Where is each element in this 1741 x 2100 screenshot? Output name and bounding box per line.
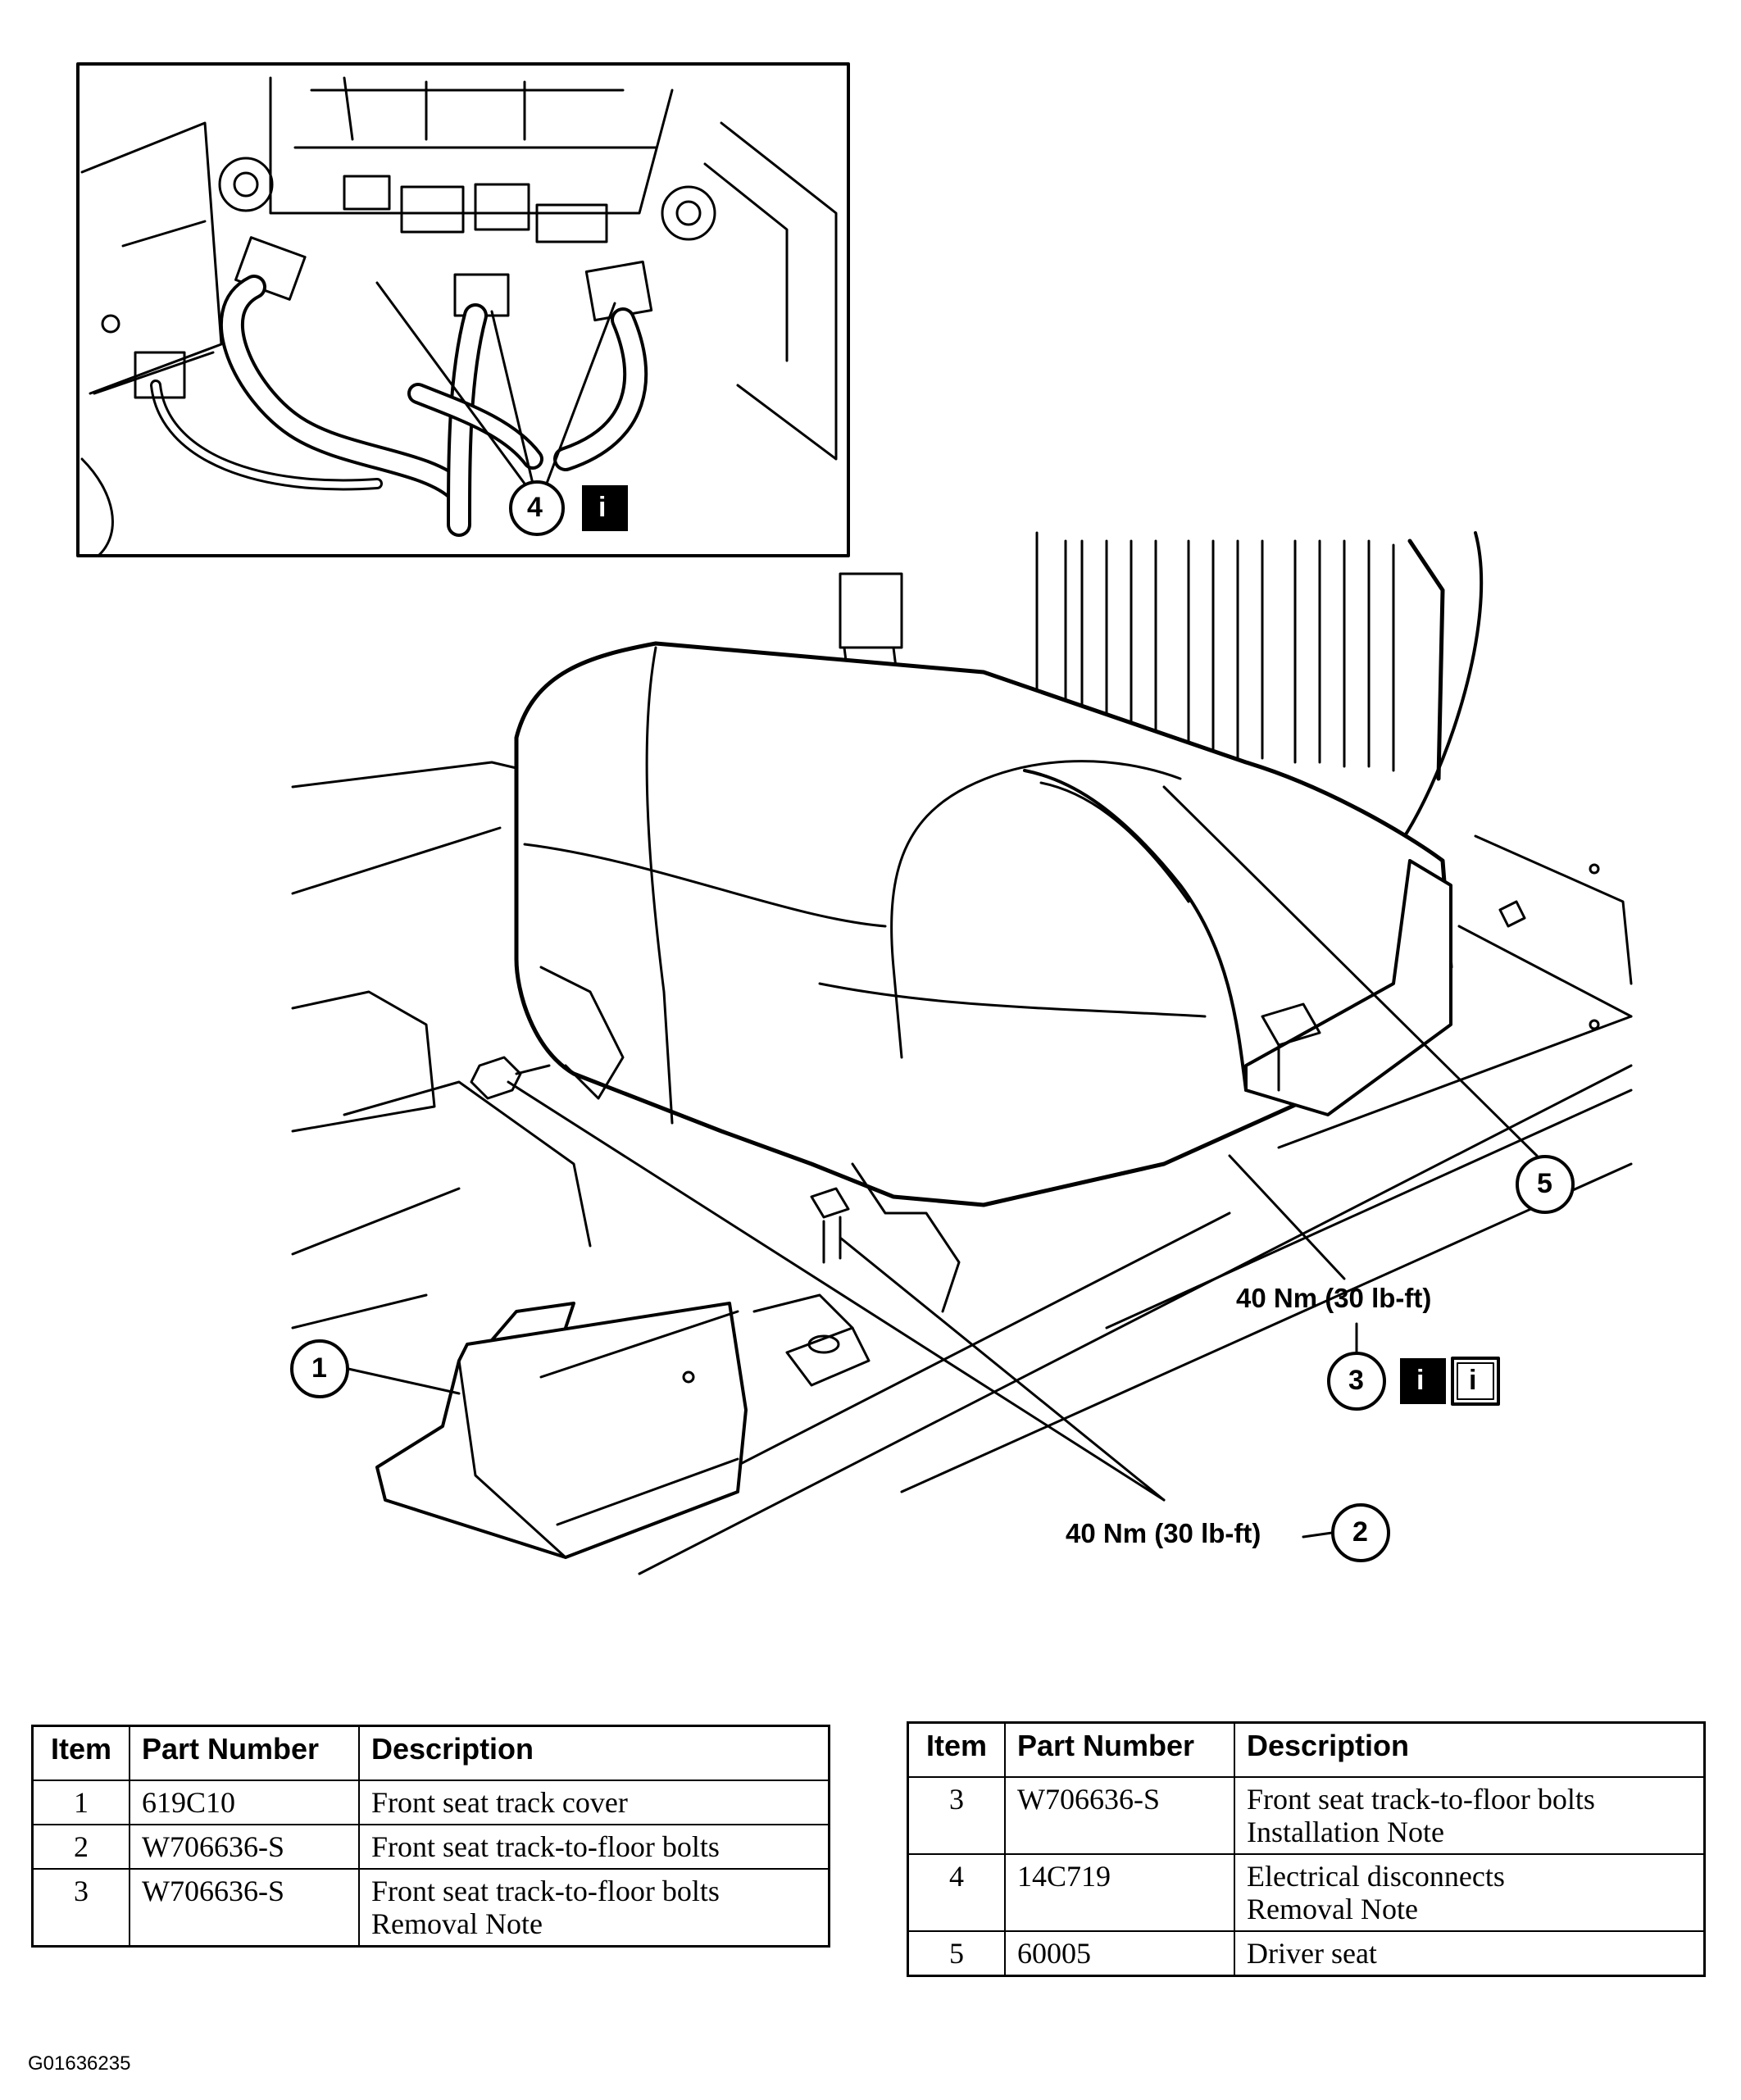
cell-part-number: W706636-S	[129, 1824, 360, 1870]
cell-description: Electrical disconnects Removal Note	[1234, 1853, 1706, 1932]
description-line: Front seat track-to-floor bolts	[371, 1875, 720, 1907]
cell-item: 2	[31, 1824, 130, 1870]
description-line: Front seat track-to-floor bolts	[1247, 1783, 1595, 1816]
callout-3-label: 3	[1348, 1365, 1364, 1396]
torque-spec-item-3: 40 Nm (30 lb-ft)	[1236, 1283, 1432, 1313]
info-icon-3-light-glyph: i	[1469, 1365, 1477, 1396]
table-row: 1 619C10 Front seat track cover	[31, 1780, 830, 1825]
table-row: 5 60005 Driver seat	[907, 1930, 1706, 1977]
table-row: 3 W706636-S Front seat track-to-floor bo…	[907, 1776, 1706, 1855]
cell-description: Driver seat	[1234, 1930, 1706, 1977]
cell-description: Front seat track-to-floor bolts Removal …	[358, 1868, 830, 1948]
callout-leaders	[347, 785, 1539, 1539]
description-line: Electrical disconnects	[1247, 1860, 1505, 1893]
cell-item: 5	[907, 1930, 1006, 1977]
figure-id: G01636235	[28, 2052, 131, 2075]
callout-1-circle	[290, 1339, 349, 1398]
col-header-item: Item	[907, 1721, 1006, 1778]
cell-item: 4	[907, 1853, 1006, 1932]
cell-description: Front seat track-to-floor bolts	[358, 1824, 830, 1870]
callout-2-label: 2	[1352, 1516, 1368, 1548]
info-icon-dark-4	[582, 485, 628, 531]
info-icon-dark-3	[1400, 1358, 1446, 1404]
description-note: Removal Note	[1247, 1893, 1418, 1925]
info-icon-4-glyph: i	[598, 492, 607, 523]
description-line: Front seat track cover	[371, 1786, 628, 1819]
description-note: Installation Note	[1247, 1816, 1444, 1848]
cell-part-number: 60005	[1004, 1930, 1235, 1977]
table-row: 3 W706636-S Front seat track-to-floor bo…	[31, 1868, 830, 1948]
col-header-part-number: Part Number	[1004, 1721, 1235, 1778]
callout-1-label: 1	[311, 1352, 327, 1384]
table-header-row: Item Part Number Description	[907, 1721, 1706, 1778]
table-row: 2 W706636-S Front seat track-to-floor bo…	[31, 1824, 830, 1870]
table-row: 4 14C719 Electrical disconnects Removal …	[907, 1853, 1706, 1932]
cell-part-number: 619C10	[129, 1780, 360, 1825]
callout-2-circle	[1331, 1503, 1390, 1562]
col-header-part-number: Part Number	[129, 1725, 360, 1781]
seat-removal-illustration	[76, 62, 1633, 1575]
callout-3-circle	[1327, 1352, 1386, 1411]
seat-track-cover-drawing	[375, 1302, 748, 1559]
inset-frame	[76, 62, 850, 557]
col-header-description: Description	[358, 1725, 830, 1781]
cell-description: Front seat track-to-floor bolts Installa…	[1234, 1776, 1706, 1855]
cell-part-number: 14C719	[1004, 1853, 1235, 1932]
table-header-row: Item Part Number Description	[31, 1725, 830, 1781]
description-line: Front seat track-to-floor bolts	[371, 1830, 720, 1863]
callout-4-circle	[509, 480, 565, 536]
info-icon-light-3	[1451, 1357, 1500, 1406]
torque-spec-item-2: 40 Nm (30 lb-ft)	[1066, 1518, 1261, 1548]
description-line: Driver seat	[1247, 1937, 1377, 1970]
callout-5-label: 5	[1537, 1168, 1552, 1199]
col-header-item: Item	[31, 1725, 130, 1781]
parts-table-left: Item Part Number Description 1 619C10 Fr…	[31, 1725, 830, 1948]
cell-part-number: W706636-S	[1004, 1776, 1235, 1855]
cell-item: 3	[31, 1868, 130, 1948]
driver-seat-cushion-drawing	[514, 641, 1453, 1313]
cell-description: Front seat track cover	[358, 1780, 830, 1825]
callout-5-circle	[1516, 1155, 1575, 1214]
callout-4-label: 4	[527, 492, 543, 523]
seat-bolts-drawing	[470, 1056, 870, 1387]
description-note: Removal Note	[371, 1907, 543, 1940]
cell-part-number: W706636-S	[129, 1868, 360, 1948]
col-header-description: Description	[1234, 1721, 1706, 1778]
cell-item: 3	[907, 1776, 1006, 1855]
inset-detail-drawing	[80, 76, 838, 557]
callout-4-leaders	[375, 281, 616, 489]
info-icon-3-dark-glyph: i	[1416, 1365, 1425, 1396]
parts-table-right: Item Part Number Description 3 W706636-S…	[907, 1721, 1706, 1977]
cell-item: 1	[31, 1780, 130, 1825]
